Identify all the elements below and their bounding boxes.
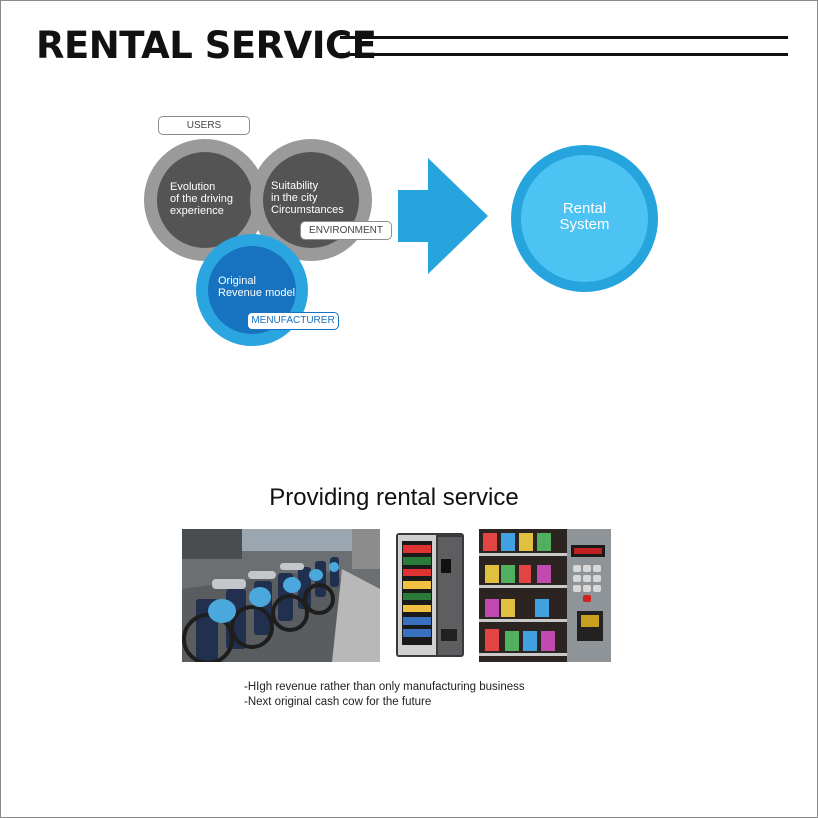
title-rule-bottom xyxy=(340,53,788,56)
rental-system-text: Rental System xyxy=(559,200,610,233)
manufacturer-circle-text: Original Revenue model xyxy=(218,275,296,299)
environment-circle-text: Suitability in the city Circumstances xyxy=(271,180,344,216)
bullet-list: -HIgh revenue rather than only manufactu… xyxy=(244,680,525,710)
users-tag: USERS xyxy=(158,116,250,135)
right-arrow-icon xyxy=(398,158,488,274)
users-circle-text: Evolution of the driving experience xyxy=(170,181,233,217)
title-rule-top xyxy=(340,36,788,39)
environment-tag: ENVIRONMENT xyxy=(300,221,392,240)
section-subtitle: Providing rental service xyxy=(269,484,519,511)
page-title: RENTAL SERVICE xyxy=(36,24,377,67)
manufacturer-tag: MENUFACTURER xyxy=(247,312,339,330)
bike-share-photo xyxy=(182,529,380,662)
rental-system-circle xyxy=(511,145,658,292)
snack-vending-photo xyxy=(479,529,611,662)
bullet-item: -Next original cash cow for the future xyxy=(244,696,432,708)
drink-vending-photo xyxy=(388,529,471,662)
bullet-item: -HIgh revenue rather than only manufactu… xyxy=(244,681,525,693)
